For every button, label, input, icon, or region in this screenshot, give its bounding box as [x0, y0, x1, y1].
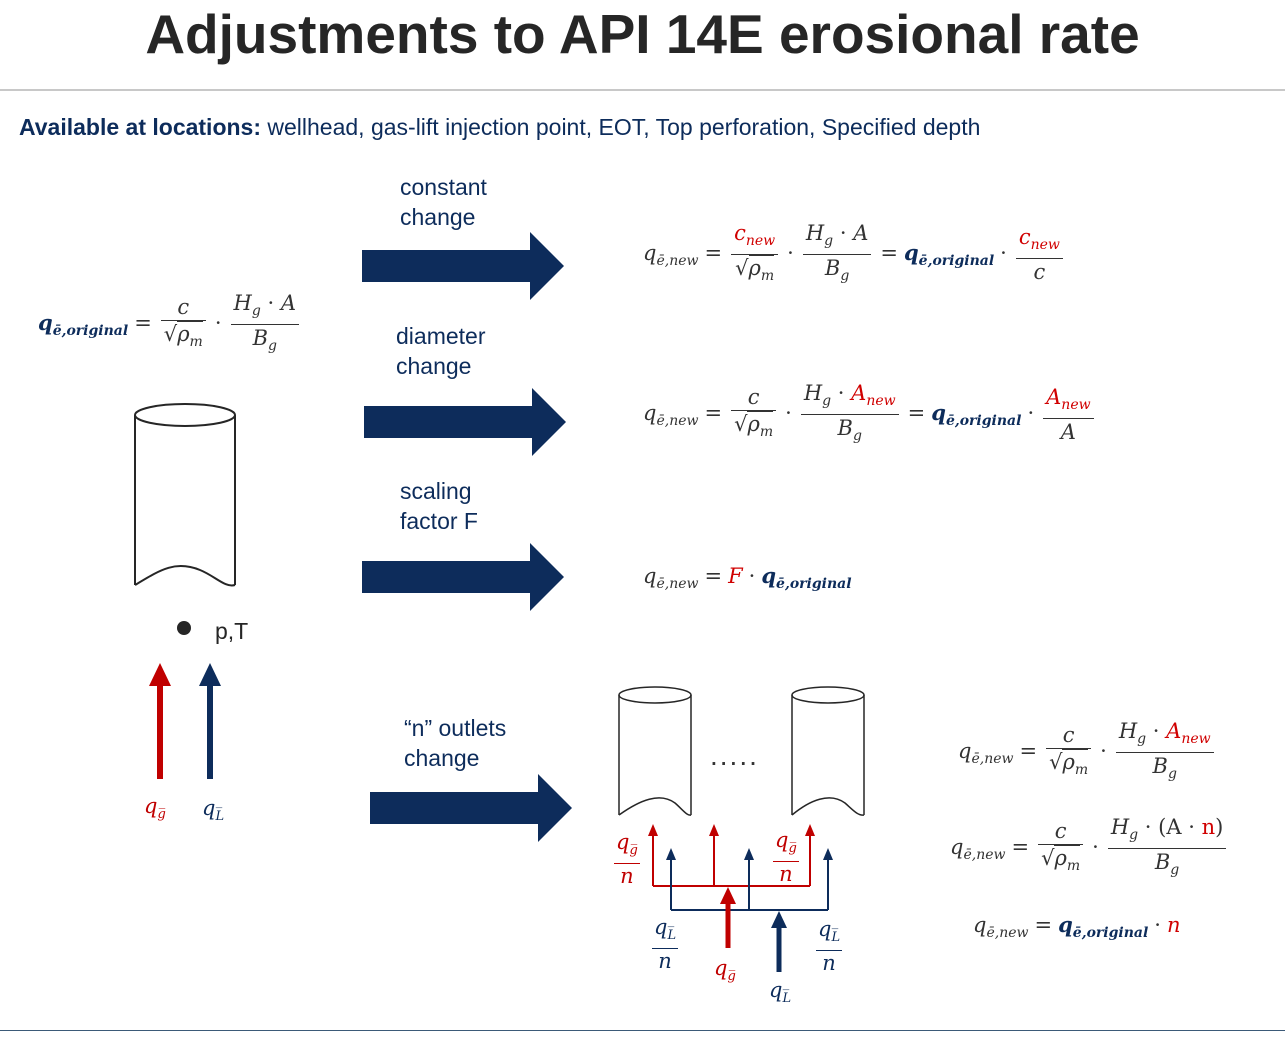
- formula-outlets-2: qē,new=c√ρm·Hg · (A · n)Bg: [950, 814, 1229, 883]
- measure-point-dot: [177, 621, 191, 635]
- scaling-label-line1: scaling: [400, 478, 472, 504]
- diameter-change-label: diameter change: [396, 321, 485, 381]
- diameter-label-line1: diameter: [396, 323, 486, 349]
- scaling-factor-arrow: [362, 543, 564, 611]
- locations-label: Available at locations:: [19, 114, 261, 140]
- outlets-label-line1: “n” outlets: [404, 715, 507, 741]
- ellipsis-dots: .....: [710, 740, 759, 771]
- gas-distribution-lines: [648, 824, 815, 887]
- diameter-change-arrow: [364, 388, 566, 456]
- constant-label-line2: change: [400, 204, 476, 230]
- gas-inflow-arrow: [720, 887, 736, 948]
- constant-change-label: constant change: [400, 172, 487, 232]
- gas-per-outlet-right: qg̅n: [773, 828, 799, 886]
- locations-line: Available at locations: wellhead, gas-li…: [19, 114, 980, 141]
- constant-label-line1: constant: [400, 174, 487, 200]
- footer-divider: [0, 1030, 1285, 1031]
- outlet-pipe-right-icon: [791, 686, 865, 816]
- outlets-change-label: “n” outlets change: [404, 713, 506, 773]
- formula-outlets-3: qē,new=qē,original·n: [973, 912, 1181, 941]
- liquid-per-outlet-right: qL̅n: [816, 917, 843, 975]
- outlets-change-arrow: [370, 774, 572, 842]
- diameter-label-line2: change: [396, 353, 472, 379]
- formula-scaling-factor: qē,new=F·qē,original: [643, 563, 852, 592]
- title-divider: [0, 89, 1285, 91]
- liquid-total-label: qL̅: [769, 978, 792, 1006]
- liquid-rate-label: qL̅: [202, 796, 225, 824]
- liquid-inflow-arrow: [771, 911, 787, 972]
- pt-label: p,T: [215, 618, 249, 644]
- gas-flow-arrow: [149, 663, 171, 779]
- constant-change-arrow: [362, 232, 564, 300]
- pipe-icon: [134, 403, 236, 587]
- page-title: Adjustments to API 14E erosional rate: [145, 3, 1140, 65]
- outlet-pipe-left-icon: [618, 686, 692, 816]
- liquid-distribution-lines: [666, 848, 833, 911]
- gas-rate-label: qg̅: [144, 794, 166, 822]
- liquid-per-outlet-left: qL̅n: [652, 915, 679, 973]
- liquid-flow-arrow: [199, 663, 221, 779]
- outlets-label-line2: change: [404, 745, 480, 771]
- gas-per-outlet-left: qg̅n: [614, 830, 640, 888]
- scaling-label-line2: factor F: [400, 508, 478, 534]
- locations-list: wellhead, gas-lift injection point, EOT,…: [267, 114, 981, 140]
- scaling-factor-label: scaling factor F: [400, 476, 478, 536]
- gas-total-label: qg̅: [714, 956, 736, 984]
